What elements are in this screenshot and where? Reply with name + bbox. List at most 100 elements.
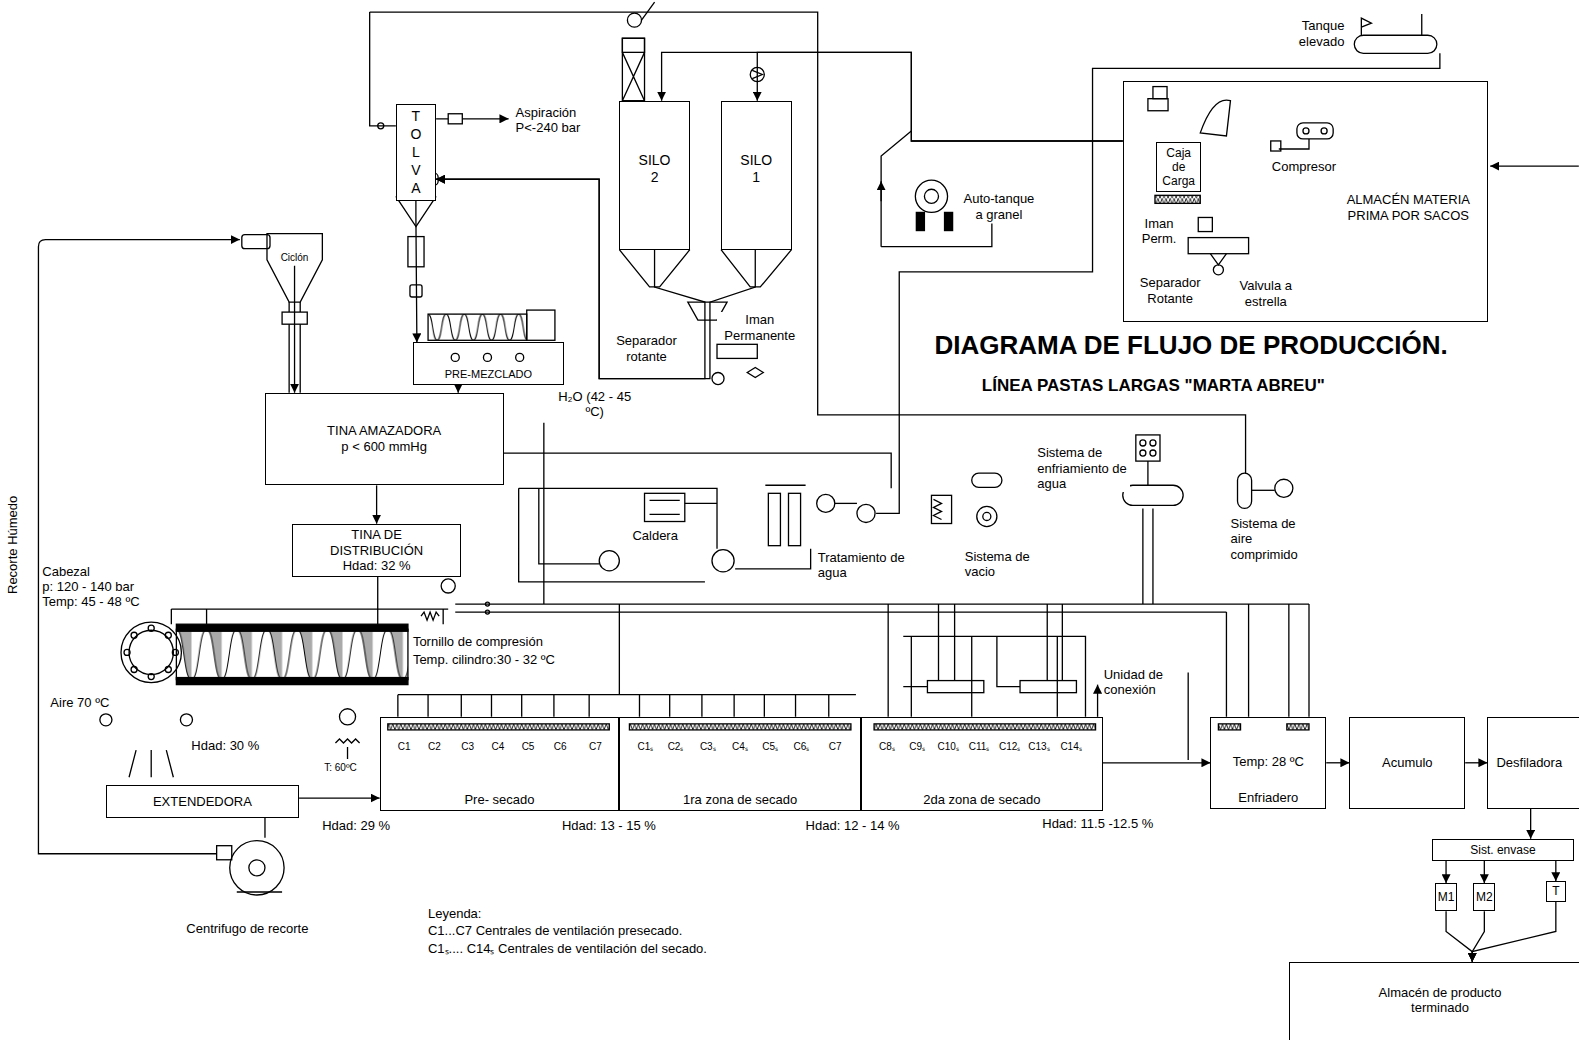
pipe-network xyxy=(242,235,270,249)
pipe-network xyxy=(1140,450,1146,456)
pipe-network xyxy=(1140,440,1146,446)
node-text: Pre- secado xyxy=(464,792,534,808)
fan-callout: C3 xyxy=(461,741,474,753)
pipe-network xyxy=(747,367,763,377)
fan-callout: C2ₛ xyxy=(668,741,684,753)
cooler-box: Temp: 28 ºCEnfriadero xyxy=(1210,717,1326,809)
dryer-zone: 1ra zona de secado xyxy=(619,717,861,811)
pipe-network xyxy=(455,604,1309,612)
pipe-network xyxy=(983,512,991,520)
silo-box: SILO 1 xyxy=(721,101,791,250)
fan-callout: C6 xyxy=(554,741,567,753)
pipe-network xyxy=(441,579,455,593)
packer-box: M2 xyxy=(1473,883,1495,911)
pipe-network xyxy=(1188,673,1189,761)
pipe-network xyxy=(629,724,850,730)
annotation-label: Aspiración xyxy=(516,105,577,121)
pipe-network xyxy=(176,678,408,685)
pipe-network xyxy=(176,624,408,631)
pipe-network xyxy=(712,373,724,385)
flow-connector xyxy=(294,266,295,393)
pipe-network xyxy=(1153,87,1167,99)
pipe-network xyxy=(230,841,284,895)
pipe-network xyxy=(622,38,644,52)
node-text: TOLVA xyxy=(409,107,423,198)
pipe-network xyxy=(1136,435,1160,461)
pipe-network xyxy=(977,506,997,526)
pipe-network xyxy=(1297,123,1333,139)
fan-callout: C4ₛ xyxy=(732,741,748,753)
annotation-label: Cabezal xyxy=(42,564,90,580)
pipe-network xyxy=(1148,99,1168,111)
annotation-label: Tratamiento de agua xyxy=(818,550,914,581)
pipe-network xyxy=(1279,139,1309,149)
pipe-network xyxy=(527,310,555,340)
annotation-label: T: 60ºC xyxy=(324,762,357,774)
pipe-network xyxy=(165,666,171,672)
fan-callout: C1 xyxy=(398,741,411,753)
pipe-network xyxy=(1097,685,1098,717)
pipe-network xyxy=(180,714,192,726)
pipe-network xyxy=(129,750,173,777)
fan-callout: C7 xyxy=(829,741,842,753)
annotation-label: Valvula a estrella xyxy=(1231,278,1301,309)
pipe-network xyxy=(1198,217,1212,231)
fan-callout: C6ₛ xyxy=(794,741,810,753)
annotation-label: Sistema de vacio xyxy=(965,549,1041,580)
pipe-network xyxy=(131,632,137,638)
legend-note: C1...C7 Centrales de ventilación preseca… xyxy=(428,923,682,939)
packaging-box: Sist. envase xyxy=(1432,839,1574,861)
pipe-network xyxy=(1020,681,1076,693)
flow-connector xyxy=(1465,762,1487,763)
pipe-network xyxy=(388,724,609,730)
annotation-label: Unidad de conexión xyxy=(1104,667,1177,698)
pipe-network xyxy=(1303,128,1309,134)
pipe-network xyxy=(876,53,1440,513)
fan-callout: C9ₛ xyxy=(909,741,925,753)
annotation-label: Recorte Húmedo xyxy=(5,496,21,594)
fan-callout: C5 xyxy=(522,741,535,753)
annotation-label: Tornillo de compresión xyxy=(413,634,543,650)
flow-connector xyxy=(757,52,1123,141)
flow-connector xyxy=(458,385,459,393)
flow-connector xyxy=(299,797,380,798)
pipe-network xyxy=(622,52,644,100)
pipe-network xyxy=(451,353,459,361)
pipe-network xyxy=(131,666,137,672)
fan-callout: C14ₛ xyxy=(1060,741,1081,753)
pipe-network xyxy=(171,577,448,624)
flow-connector xyxy=(1103,762,1211,763)
pipe-network xyxy=(121,622,181,682)
pipe-network xyxy=(448,114,462,124)
pipe-network xyxy=(421,612,439,620)
fan-callout: C10ₛ xyxy=(938,741,959,753)
dryer-zone: 2da zona de secado xyxy=(861,717,1103,811)
silo-box: SILO 2 xyxy=(619,101,689,250)
pipe-network xyxy=(835,503,857,504)
pipe-network xyxy=(1361,18,1371,35)
fan-callout: C4 xyxy=(491,741,504,753)
pipe-network xyxy=(915,180,947,212)
diagram-title: DIAGRAMA DE FLUJO DE PRODUCCIÓN. xyxy=(935,330,1448,361)
pipe-network xyxy=(100,714,112,726)
pipe-network xyxy=(881,131,911,247)
pipe-network xyxy=(650,500,717,514)
pipe-network xyxy=(857,504,875,522)
pipe-network xyxy=(237,818,282,893)
pipe-network xyxy=(599,551,619,571)
pipe-network xyxy=(485,602,489,606)
annotation-label: Compresor xyxy=(1272,159,1336,175)
pipe-network xyxy=(924,189,938,203)
node-text: T xyxy=(1552,884,1559,898)
pipe-network xyxy=(1188,238,1248,254)
flow-connector xyxy=(1555,861,1556,881)
pipe-network xyxy=(436,118,508,119)
fan-callout: C12ₛ xyxy=(999,741,1020,753)
annotation-label: Temp. cilindro:30 - 32 ºC xyxy=(413,652,555,668)
annotation-label: Hdad: 12 - 14 % xyxy=(806,818,900,834)
pipe-network xyxy=(176,629,408,679)
pipe-network xyxy=(172,649,178,655)
pipe-network xyxy=(972,473,1002,487)
node-text: 2da zona de secado xyxy=(923,792,1040,808)
node-text: Caja de Carga xyxy=(1159,146,1198,189)
